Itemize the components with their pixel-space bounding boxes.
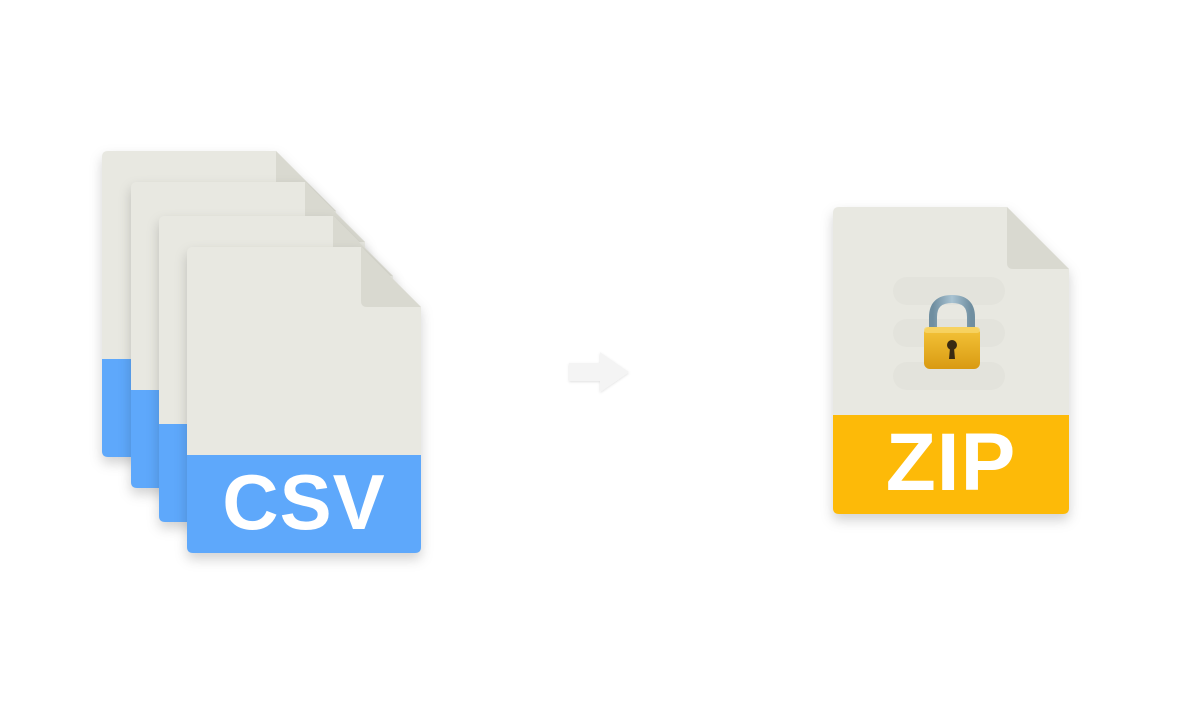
padlock-icon	[924, 294, 980, 369]
zip-label: ZIP	[885, 417, 1017, 508]
csv-label: CSV	[222, 458, 386, 546]
csv-file-icon-front: CSV	[187, 247, 421, 553]
arrow-right-icon	[566, 349, 634, 395]
zip-file-icon: ZIP	[833, 207, 1069, 514]
